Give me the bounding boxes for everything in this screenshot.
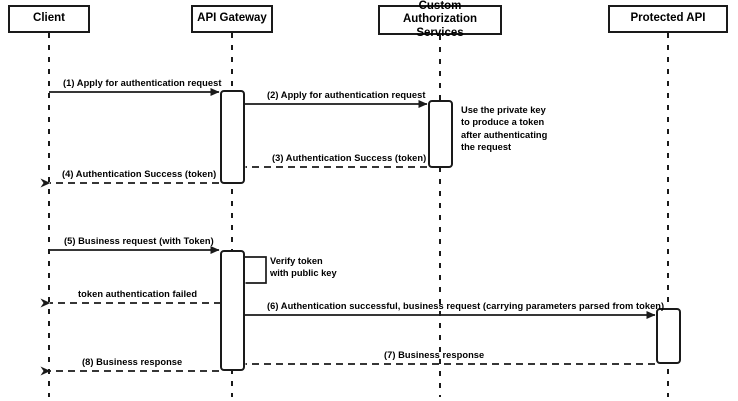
message-label-2: (2) Apply for authentication request (267, 90, 426, 100)
note-private-key-note: Use the private key to produce a token a… (461, 105, 548, 152)
self-message-label-line1: Verify token (270, 256, 323, 266)
activation-bar-gateway-auth[interactable] (220, 90, 245, 184)
activation-bar-authsvc-token[interactable] (428, 100, 453, 168)
participant-label-authsvc: Custom Authorization Services (402, 0, 478, 39)
self-message-label-verify-token: Verify token with public key (270, 255, 337, 280)
messages-group (40, 88, 656, 376)
activation-bar-gateway-business[interactable] (220, 250, 245, 371)
message-label-1: (1) Apply for authentication request (63, 78, 222, 88)
participant-label-client: Client (33, 12, 65, 25)
participant-box-protapi[interactable]: Protected API (608, 5, 728, 33)
message-label-fail: token authentication failed (78, 289, 198, 299)
self-message-arrow-verify-token (236, 256, 267, 288)
participant-box-gateway[interactable]: API Gateway (191, 5, 273, 33)
participant-label-protapi: Protected API (630, 12, 706, 25)
message-label-5: (5) Business request (with Token) (64, 236, 214, 246)
participant-box-authsvc[interactable]: Custom Authorization Services (378, 0, 502, 39)
message-label-8: (8) Business response (82, 357, 183, 367)
message-label-7: (7) Business response (384, 350, 485, 360)
message-label-4: (4) Authentication Success (token) (62, 169, 217, 179)
participant-label-gateway: API Gateway (197, 12, 267, 25)
activation-bar-protapi-business[interactable] (656, 308, 681, 364)
message-label-3: (3) Authentication Success (token) (272, 153, 427, 163)
self-message-label-line2: with public key (270, 268, 337, 279)
participant-box-client[interactable]: Client (8, 5, 90, 33)
message-label-6: (6) Authentication successful, business … (267, 301, 665, 311)
self-messages-group (236, 256, 267, 288)
